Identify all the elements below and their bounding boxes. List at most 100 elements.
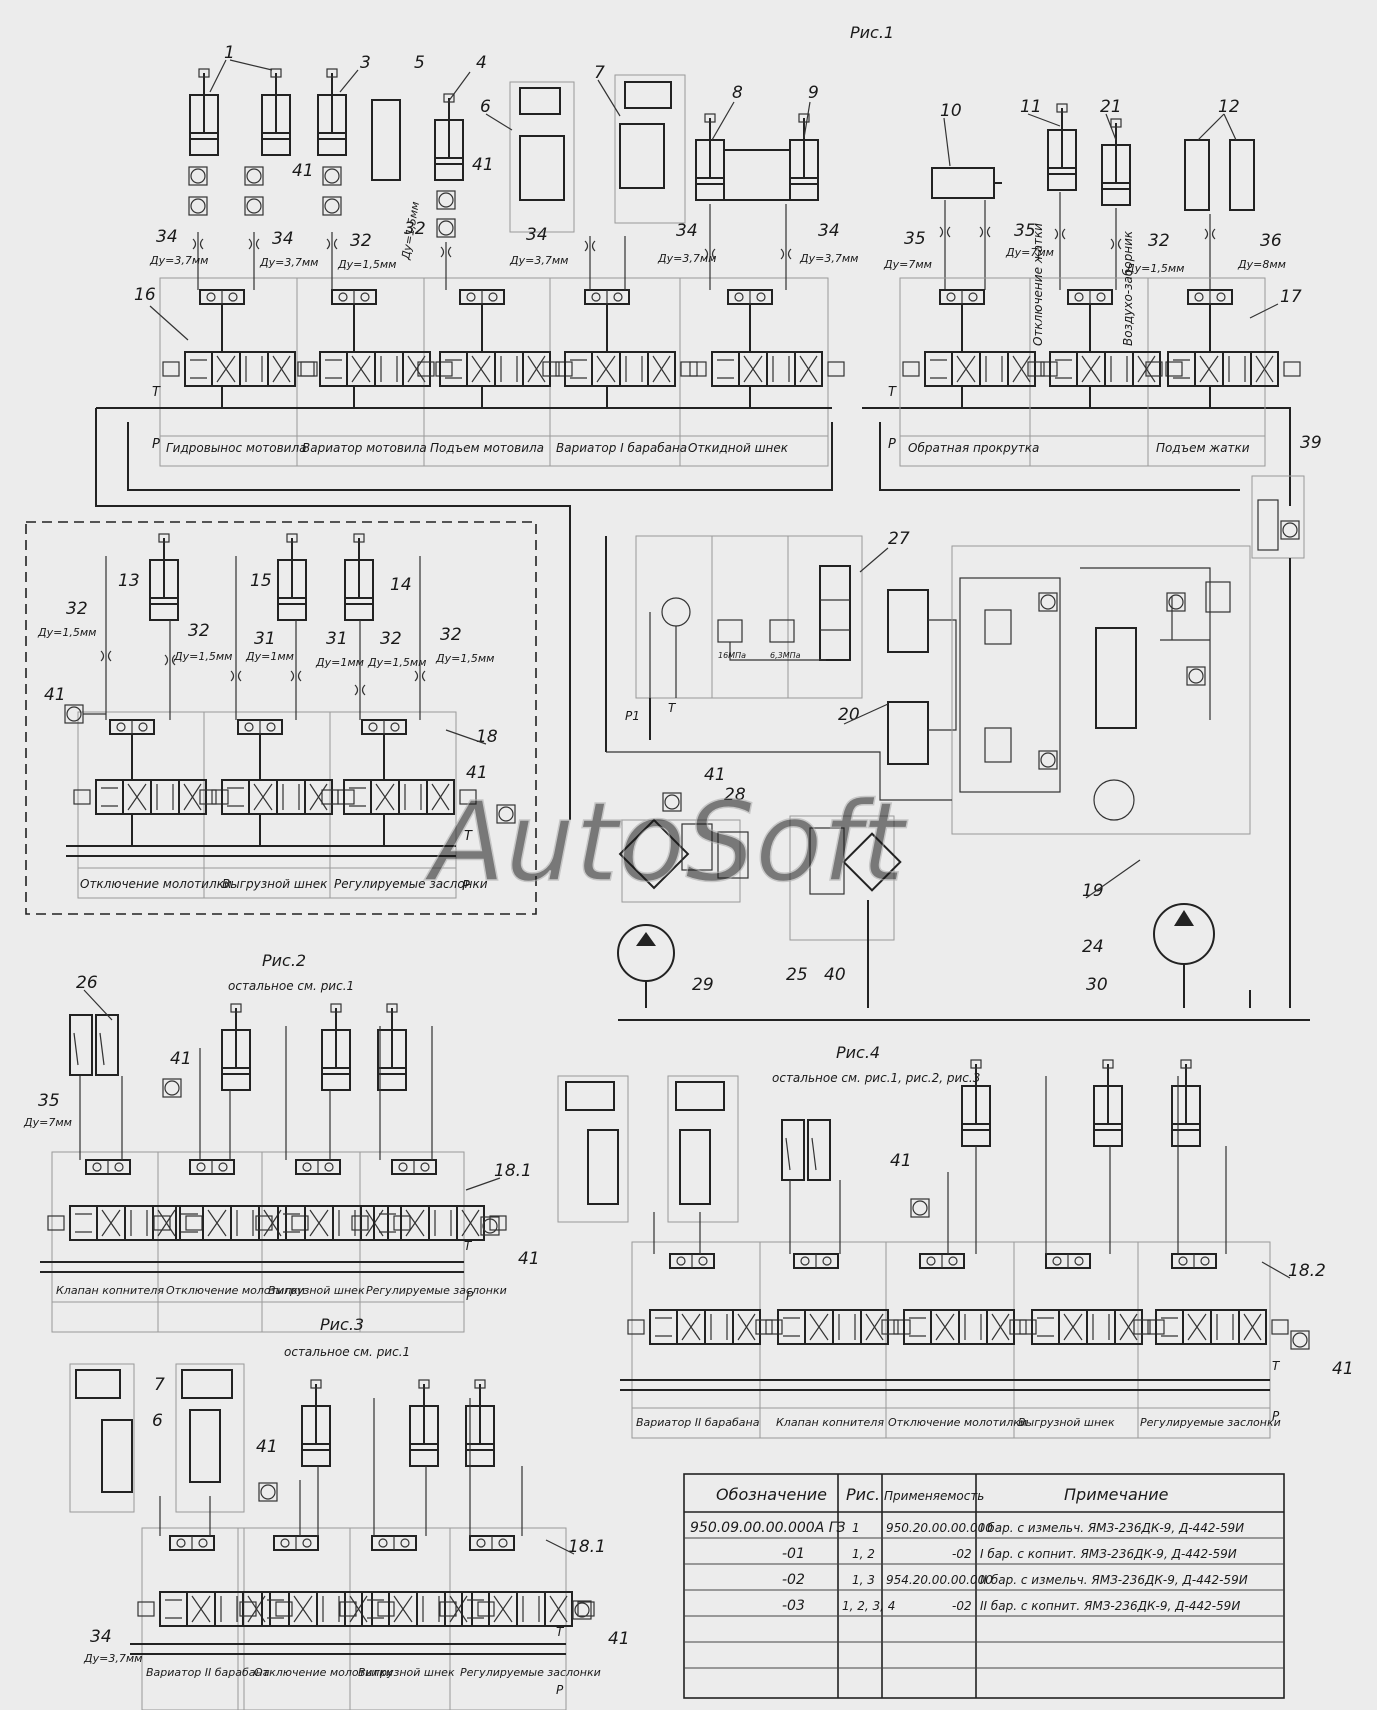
callout-34-a: 34 xyxy=(156,227,178,247)
port-p-fig4: P xyxy=(1272,1409,1280,1423)
port-p-fig3: P xyxy=(556,1683,564,1697)
section-label-fig4: Выгрузной шнек xyxy=(1018,1416,1115,1429)
callout-5: 5 xyxy=(414,53,425,73)
du-label: Ду=3,7мм xyxy=(799,252,858,265)
section-label-17: Обратная прокрутка xyxy=(908,441,1039,455)
table-cell: 950.20.00.00.000 xyxy=(886,1521,993,1535)
callout-34-f: 34 xyxy=(90,1627,112,1647)
table-cell: II бар. с копнит. ЯМЗ-236ДК-9, Д-442-59И xyxy=(980,1599,1240,1613)
callout-35-b: 35 xyxy=(1014,221,1036,241)
du-label: Ду=7мм xyxy=(23,1116,72,1129)
callout-41-f: 41 xyxy=(518,1249,540,1269)
section-label-17-vertical: Отключение жатки xyxy=(1031,223,1045,346)
fig3-note: остальное см. рис.1 xyxy=(284,1345,410,1359)
callout-8: 8 xyxy=(732,83,743,103)
table-cell: 1 xyxy=(852,1521,860,1535)
section-label-fig3: Отключение молотилки xyxy=(254,1666,393,1679)
port-t-16: T xyxy=(152,385,161,400)
port-p-17: P xyxy=(888,437,896,452)
callout-18-1-b: 18.1 xyxy=(568,1537,606,1557)
table-cell: -03 xyxy=(782,1598,805,1614)
callout-1: 1 xyxy=(224,43,235,63)
fig4-note: остальное см. рис.1, рис.2, рис.3 xyxy=(772,1071,980,1085)
callout-6: 6 xyxy=(480,97,491,117)
callout-19: 19 xyxy=(1082,881,1104,901)
callout-32-d: 32 xyxy=(66,599,88,619)
callout-15: 15 xyxy=(250,571,272,591)
du-label: Ду=1,5мм xyxy=(367,656,426,669)
section-label-fig4: Отключение молотилки xyxy=(888,1416,1027,1429)
du-label: Ду=3,7мм xyxy=(657,252,716,265)
callout-34-c: 34 xyxy=(526,225,548,245)
du-label: Ду=7мм xyxy=(883,258,932,271)
callout-32-f: 32 xyxy=(380,629,402,649)
callout-36: 36 xyxy=(1260,231,1282,251)
callout-28: 28 xyxy=(724,785,746,805)
table-cell: I бар. с измельч. ЯМЗ-236ДК-9, Д-442-59И xyxy=(980,1521,1244,1535)
callout-18-1-a: 18.1 xyxy=(494,1161,532,1181)
table-cell: I бар. с копнит. ЯМЗ-236ДК-9, Д-442-59И xyxy=(980,1547,1237,1561)
du-label: Ду=7мм xyxy=(1005,246,1054,259)
callout-30: 30 xyxy=(1086,975,1108,995)
section-label-17-vertical: Воздухо-заборник xyxy=(1121,230,1135,346)
port-t-fig3: T xyxy=(556,1625,565,1639)
callout-32-b: 32 xyxy=(404,219,426,239)
section-label-16: Подъем мотовила xyxy=(430,441,544,455)
callout-12: 12 xyxy=(1218,97,1240,117)
table-cell: -02 xyxy=(952,1547,972,1561)
pressure-label: 6,3МПа xyxy=(770,651,801,660)
block-17-section-labels: Обратная прокрутка Подъем жатки Отключение… xyxy=(908,223,1250,455)
throttle-diameter-labels: Ду=3,7мм Ду=3,7мм Ду=1,5мм Ду=1,5мм Ду=3… xyxy=(23,201,1286,1665)
section-label-fig2: Регулируемые заслонки xyxy=(366,1284,507,1297)
table-cell: 1, 2, 3, 4 xyxy=(842,1599,895,1613)
section-label-fig2: Выгрузной шнек xyxy=(268,1284,365,1297)
callout-27: 27 xyxy=(888,529,910,549)
callout-3: 3 xyxy=(360,53,371,73)
du-label: Ду=1мм xyxy=(245,650,294,663)
port-t-18: T xyxy=(464,829,473,844)
callout-31-b: 31 xyxy=(326,629,348,649)
callout-24: 24 xyxy=(1082,937,1104,957)
port-p-16: P xyxy=(152,437,160,452)
position-callouts: 1 3 5 4 6 7 8 9 10 11 21 12 41 41 16 17 … xyxy=(38,43,1354,1649)
callout-17: 17 xyxy=(1280,287,1302,307)
du-label: Ду=8мм xyxy=(1237,258,1286,271)
callout-35-a: 35 xyxy=(904,229,926,249)
section-label-16: Вариатор I барабана xyxy=(556,441,687,455)
callout-41-i: 41 xyxy=(890,1151,912,1171)
section-label-18: Регулируемые заслонки xyxy=(334,877,488,891)
callout-41-g: 41 xyxy=(256,1437,278,1457)
callout-39: 39 xyxy=(1300,433,1322,453)
callout-32-g: 32 xyxy=(440,625,462,645)
section-label-18: Отключение молотилки xyxy=(80,877,232,891)
section-label-16: Гидровынос мотовила xyxy=(166,441,307,455)
callout-41-k: 41 xyxy=(44,685,66,705)
port-t-fig4: T xyxy=(1272,1359,1281,1373)
callout-34-e: 34 xyxy=(818,221,840,241)
table-cell: 1, 2 xyxy=(852,1547,875,1561)
table-header: Рис. xyxy=(846,1485,880,1504)
callout-7: 7 xyxy=(594,63,605,83)
port-t-17: T xyxy=(888,385,897,400)
fig1-title: Рис.1 xyxy=(850,23,894,42)
table-header: Обозначение xyxy=(716,1485,827,1504)
callout-32-c: 32 xyxy=(1148,231,1170,251)
port-p1: P1 xyxy=(625,709,640,723)
callout-41-c: 41 xyxy=(466,763,488,783)
du-label: Ду=1,5мм xyxy=(337,258,396,271)
du-label: Ду=3,7мм xyxy=(509,254,568,267)
callout-25: 25 xyxy=(786,965,808,985)
callout-11: 11 xyxy=(1020,97,1042,117)
block-17-frame xyxy=(899,277,1266,467)
callout-10: 10 xyxy=(940,101,962,121)
section-label-17: Подъем жатки xyxy=(1156,441,1250,455)
section-label-fig3: Вариатор II барабана xyxy=(146,1666,270,1679)
callout-41-j: 41 xyxy=(1332,1359,1354,1379)
